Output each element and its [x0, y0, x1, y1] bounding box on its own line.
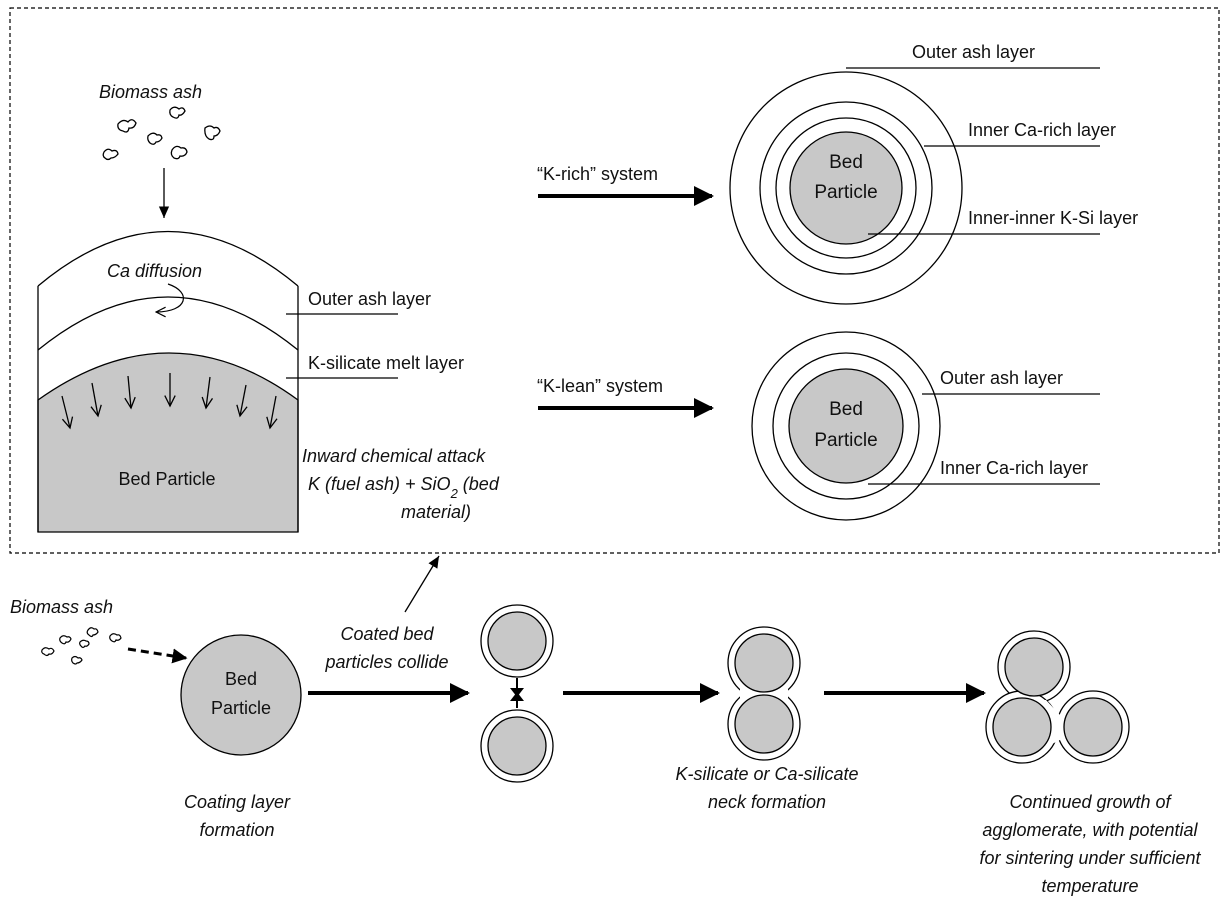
detail-outer-ash-label: Outer ash layer: [308, 289, 431, 309]
process-bed-line2: Particle: [211, 698, 271, 718]
process-bed-particle: [180, 634, 302, 756]
detail-melt-layer-outline: [37, 296, 299, 351]
process-neck-line2: neck formation: [708, 792, 826, 812]
k-lean-bed-line2: Particle: [814, 430, 877, 451]
k-rich-particle: [729, 71, 963, 305]
detail-melt-label: K-silicate melt layer: [308, 353, 464, 373]
process-collision-arrows: [510, 678, 524, 708]
process-growth-line1: Continued growth of: [1009, 792, 1172, 812]
k-lean-particle: [751, 331, 941, 521]
process-neck-line1: K-silicate or Ca-silicate: [675, 764, 858, 784]
k-lean-system-label: “K-lean” system: [537, 376, 663, 396]
k-rich-system-label: “K-rich” system: [537, 164, 658, 184]
detail-outer-ash-outline: [37, 230, 299, 287]
process-coating-line1: Coating layer: [184, 792, 291, 812]
k-rich-bed-line1: Bed: [829, 152, 863, 173]
k-rich-outer-label: Outer ash layer: [912, 42, 1035, 62]
detail-biomass-ash-label: Biomass ash: [99, 82, 202, 102]
detail-attack-line3: material): [401, 502, 471, 522]
detail-attack-line2: K (fuel ash) + SiO2 (bed: [308, 474, 500, 501]
process-neck-pair: [727, 626, 801, 761]
k-lean-outer-label: Outer ash layer: [940, 368, 1063, 388]
detail-ca-diffusion-label: Ca diffusion: [107, 261, 202, 281]
detail-inward-attack-arrows: [61, 373, 276, 428]
detail-attack-line1: Inward chemical attack: [302, 446, 486, 466]
process-growth-line3: for sintering under sufficient: [979, 848, 1201, 868]
detail-ash-flakes: [102, 106, 221, 161]
process-growth-line4: temperature: [1041, 876, 1138, 896]
k-rich-bed-line2: Particle: [814, 182, 877, 203]
process-agglomerate: [985, 630, 1130, 764]
process-frame-pointer-arrow: [404, 555, 440, 613]
process-ash-flakes: [41, 627, 122, 665]
k-lean-ca-label: Inner Ca-rich layer: [940, 458, 1088, 478]
detail-frame: [9, 7, 1220, 554]
process-growth-line2: agglomerate, with potential: [982, 820, 1198, 840]
process-colliding-pair: [480, 604, 554, 783]
detail-ca-diffusion-arrow: [156, 283, 184, 312]
process-ash-dashed-arrow: [127, 647, 188, 664]
k-rich-ca-label: Inner Ca-rich layer: [968, 120, 1116, 140]
process-collide-line2: particles collide: [324, 652, 448, 672]
process-collide-line1: Coated bed: [340, 624, 434, 644]
process-bed-line1: Bed: [225, 669, 257, 689]
detail-bed-particle-label: Bed Particle: [118, 469, 215, 489]
process-biomass-ash-label: Biomass ash: [10, 597, 113, 617]
k-rich-ksi-label: Inner-inner K-Si layer: [968, 208, 1138, 228]
process-coating-line2: formation: [199, 820, 274, 840]
detail-bed-particle-shape: [37, 352, 299, 533]
k-lean-bed-line1: Bed: [829, 399, 863, 420]
